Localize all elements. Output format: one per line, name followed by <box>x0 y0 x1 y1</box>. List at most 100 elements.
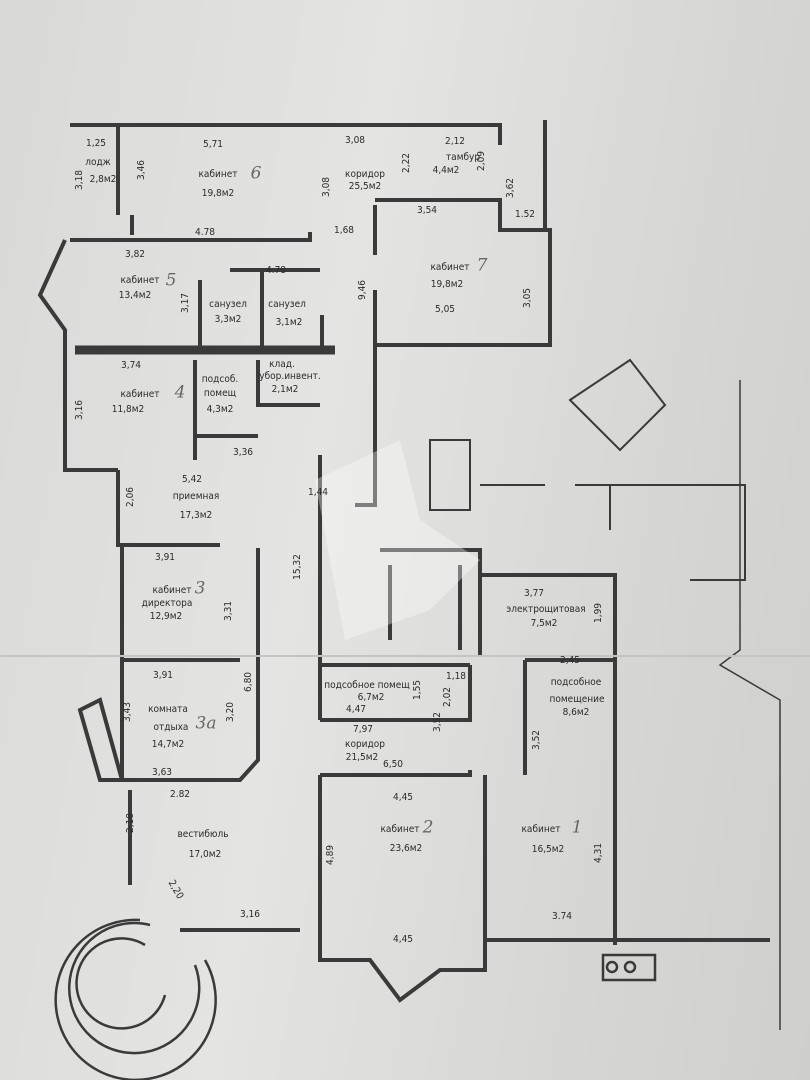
room-number-handwritten: 2 <box>422 817 434 838</box>
stair-lower <box>429 439 746 581</box>
room-name-label: тамбур <box>445 152 481 163</box>
dimension-label: 9,46 <box>357 279 368 301</box>
room-area-label: 21,5м2 <box>345 752 379 763</box>
dimension-label: 15,32 <box>292 554 303 580</box>
dimension-label: 3,16 <box>74 399 85 421</box>
room-area-label: 19,8м2 <box>201 188 235 199</box>
room-area-label: 3,1м2 <box>275 317 303 328</box>
room-area-label: 4,4м2 <box>432 165 460 176</box>
room-area-label: 2,1м2 <box>271 384 299 395</box>
dimension-label: 3,77 <box>523 588 545 599</box>
room-area-label: 23,6м2 <box>389 843 423 854</box>
dimension-label: 2,22 <box>401 152 412 174</box>
room-name-label: санузел <box>209 299 247 310</box>
room-area-label: 2,8м2 <box>89 174 117 185</box>
wall-priemnaya <box>77 470 220 782</box>
wall-cab5-left <box>37 239 118 472</box>
room-area-label: 4,3м2 <box>206 404 234 415</box>
room-number-handwritten: 4 <box>174 382 186 403</box>
wall-podsob67 <box>320 663 472 722</box>
dimension-label: 3,05 <box>522 287 533 309</box>
room-name-label: кабинет <box>120 389 160 400</box>
room-number-handwritten: 3 <box>194 578 206 599</box>
room-area-label: 17,3м2 <box>179 510 213 521</box>
dimension-label: 4,31 <box>593 842 604 864</box>
wall-corridor-right <box>318 345 377 720</box>
stair-upper <box>568 358 667 452</box>
room-name-label: кабинет <box>380 824 420 835</box>
room-name-label: подсобное помещ <box>324 680 410 691</box>
room-number-handwritten: 6 <box>250 163 262 184</box>
dimension-label: 4.78 <box>265 265 287 276</box>
room-name-label: директора <box>141 598 193 609</box>
dimension-label: 6,80 <box>243 671 254 693</box>
dimension-label: 2,12 <box>444 136 466 147</box>
room-area-label: 7,5м2 <box>530 618 558 629</box>
wall-elektro <box>380 548 617 945</box>
room-name-label: приемная <box>172 491 220 502</box>
dimension-label: 3,54 <box>416 205 438 216</box>
room-area-label: 12,9м2 <box>149 611 183 622</box>
dimension-label: 3,52 <box>432 711 443 733</box>
dimension-label: 2,18 <box>125 812 136 834</box>
room-name-label: отдыха <box>153 722 189 733</box>
outer-wall-top <box>70 120 547 230</box>
room-number-handwritten: 7 <box>476 255 488 276</box>
room-name-label: санузел <box>268 299 306 310</box>
dimension-label: 5,05 <box>434 304 456 315</box>
dimension-label: 3,74 <box>120 360 142 371</box>
room-name-label: подсобное <box>550 677 602 688</box>
room-number-handwritten: 1 <box>571 817 583 838</box>
rotunda <box>54 918 657 1080</box>
room-name-label: электрощитовая <box>506 604 586 615</box>
dimension-label: 3,82 <box>124 249 146 260</box>
room-name-label: кабинет <box>120 275 160 286</box>
dimension-label: 4,89 <box>325 844 336 866</box>
room-name-label: подсоб. <box>201 374 239 385</box>
room-name-label: кабинет <box>521 824 561 835</box>
paper-fold <box>0 655 810 657</box>
room-area-label: 3,3м2 <box>214 314 242 325</box>
dimension-label: 5,42 <box>181 474 203 485</box>
wall-sanuzel <box>198 268 324 350</box>
room-area-label: 17,0м2 <box>188 849 222 860</box>
dimension-label: 7,97 <box>352 724 374 735</box>
dimension-label: 3,62 <box>505 177 516 199</box>
room-area-label: 13,4м2 <box>118 290 152 301</box>
room-name-label: убор.инвент. <box>259 371 321 382</box>
dimension-label: 5,71 <box>202 139 224 150</box>
dimension-label: 3,08 <box>344 135 366 146</box>
room-area-label: 25,5м2 <box>348 181 382 192</box>
room-name-label: коридор <box>345 739 385 750</box>
room-name-label: кабинет <box>430 262 470 273</box>
dimension-label: 2,09 <box>476 150 487 172</box>
dimension-label: 3.74 <box>551 911 573 922</box>
room-area-label: 11,8м2 <box>111 404 145 415</box>
dimension-label: 1,68 <box>333 225 355 236</box>
room-name-label: лодж <box>85 157 111 168</box>
room-name-label: вестибюль <box>177 829 229 840</box>
dimension-label: 6,50 <box>382 759 404 770</box>
dimension-label: 3,52 <box>531 729 542 751</box>
room-number-handwritten: 5 <box>165 270 177 291</box>
room-name-label: кабинет <box>152 585 192 596</box>
dimension-label: 4,45 <box>392 934 414 945</box>
room-area-label: 8,6м2 <box>562 707 590 718</box>
dimension-label: 1,18 <box>445 671 467 682</box>
dimension-label: 2,02 <box>442 686 453 708</box>
right-outer <box>718 380 781 1030</box>
dimension-label: 3,17 <box>180 292 191 314</box>
dimension-label: 3,63 <box>151 767 173 778</box>
room-name-label: помещ <box>203 388 237 399</box>
dimension-label: 1,25 <box>85 138 107 149</box>
wall-cab3 <box>122 548 260 782</box>
wall-cab6-bottom <box>70 215 312 242</box>
room-area-label: 6,7м2 <box>357 692 385 703</box>
dimension-label: 1,55 <box>412 679 423 701</box>
dimension-label: 3,91 <box>152 670 174 681</box>
wall-vestibule <box>128 790 770 942</box>
room-name-label: клад. <box>269 359 295 370</box>
wall-podsob <box>193 360 320 460</box>
room-name-label: помещение <box>549 694 605 705</box>
